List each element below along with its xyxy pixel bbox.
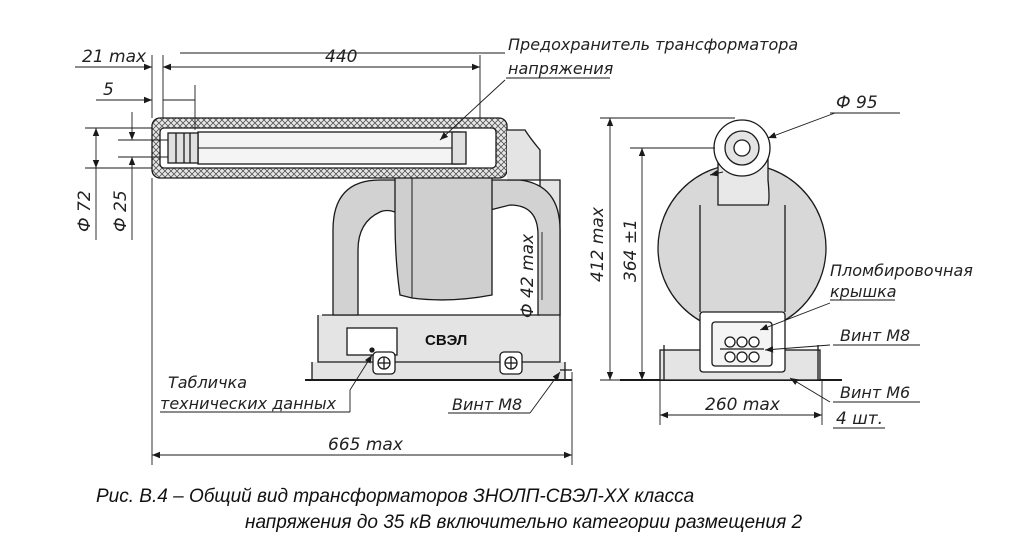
front-base-plate [305, 362, 572, 381]
label-fuse-line1: Предохранитель трансформатора [508, 35, 798, 54]
label-plate-line1: Табличка [168, 373, 247, 392]
label-seal-line2: крышка [830, 282, 897, 301]
dim-d72: Ф 72 [75, 190, 95, 232]
dim-d95: Ф 95 [836, 93, 878, 113]
caption-line2: напряжения до 35 кВ включительно категор… [245, 512, 803, 533]
front-bolt-left [372, 351, 396, 375]
label-plate-line2: технических данных [160, 394, 337, 413]
side-top-terminal [713, 119, 771, 177]
label-screw-m8-front: Винт М8 [452, 395, 522, 414]
dim-d42max: Ф 42 max [518, 233, 538, 318]
dim-5: 5 [103, 80, 114, 100]
dim-412max: 412 max [588, 206, 608, 282]
label-screw-m8-side: Винт М8 [840, 326, 910, 345]
dim-260max: 260 max [705, 395, 781, 415]
label-screw-m6: Винт М6 [840, 383, 910, 402]
caption-line1: Рис. В.4 – Общий вид трансформаторов ЗНО… [96, 486, 695, 507]
dim-665max: 665 max [328, 435, 404, 455]
brand-logo: СВЭЛ [425, 332, 467, 349]
dim-364: 364 ±1 [621, 219, 641, 282]
dim-440: 440 [325, 47, 357, 67]
side-terminals [720, 336, 764, 363]
front-bolt-right [499, 351, 523, 375]
front-central-insulator [394, 163, 493, 301]
label-seal-line1: Пломбировочная [830, 261, 973, 280]
fuse-housing [151, 117, 541, 181]
dim-d25: Ф 25 [111, 190, 131, 232]
label-fuse-line2: напряжения [508, 59, 614, 78]
front-right-arch [489, 179, 561, 316]
dim-21max: 21 max [82, 47, 147, 67]
dim-4pcs: 4 шт. [836, 409, 883, 429]
